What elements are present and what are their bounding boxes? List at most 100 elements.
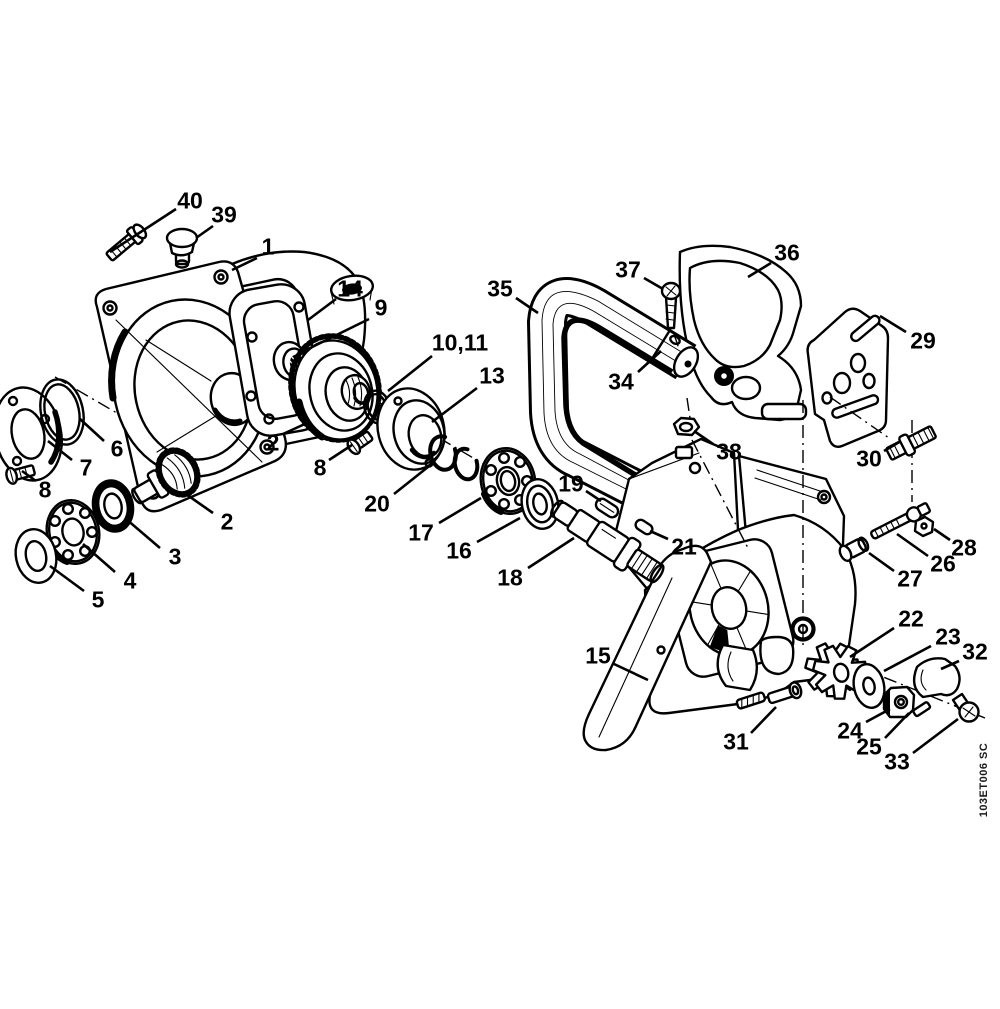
key-part-19 [594, 497, 620, 519]
callout-label-4: 4 [123, 567, 137, 594]
leader-line-39 [195, 224, 214, 240]
leader-line-24 [865, 707, 891, 724]
washer-part-5 [14, 528, 58, 584]
callout-label-10-11: 10,11 [431, 329, 489, 356]
sprocket-cover-part [582, 513, 857, 752]
callout-label-37: 37 [615, 256, 641, 283]
o-ring-part-6 [39, 378, 85, 446]
leader-line-18 [527, 536, 575, 570]
leader-line-19 [585, 489, 602, 503]
leader-line-2 [182, 490, 214, 515]
leader-line-27 [868, 551, 895, 573]
callout-label-6: 6 [110, 435, 124, 462]
callout-label-13: 13 [479, 362, 505, 389]
callout-label-31: 31 [723, 728, 749, 755]
leader-line-7 [47, 439, 73, 462]
nut-part-38 [672, 416, 701, 437]
callout-label-14: 14 [337, 275, 363, 302]
leader-line-31 [750, 706, 777, 734]
leader-line-25 [884, 712, 910, 739]
washer-part-16 [520, 478, 560, 530]
callout-label-7: 7 [79, 454, 93, 481]
callout-label-17: 17 [408, 519, 434, 546]
clutch-drum-part [288, 333, 382, 443]
handle-grip-part [678, 244, 808, 422]
leader-line-17 [438, 496, 482, 525]
leader-line-21 [649, 529, 669, 541]
callout-label-32: 32 [962, 638, 988, 665]
leader-line-8 [328, 443, 353, 462]
callout-label-3: 3 [168, 543, 182, 570]
leader-line-14 [307, 297, 337, 322]
guide-plate-part [806, 307, 890, 449]
callout-label-40: 40 [177, 187, 203, 214]
callout-label-21: 21 [671, 533, 697, 560]
sealed-bearing-part-3 [91, 479, 135, 533]
callout-label-26: 26 [930, 550, 956, 577]
screw-part-33 [951, 692, 980, 723]
callout-label-20: 20 [364, 490, 390, 517]
callout-label-2: 2 [220, 508, 234, 535]
callout-label-2: 2 [266, 429, 280, 456]
callout-label-27: 27 [897, 565, 923, 592]
leader-line-23 [883, 644, 932, 673]
leader-line-33 [912, 717, 959, 755]
callout-label-15: 15 [585, 642, 611, 669]
leader-line-6 [79, 418, 105, 442]
callout-label-5: 5 [91, 586, 105, 613]
leader-line-32 [940, 659, 960, 671]
cover-disc-part [376, 387, 446, 471]
callout-label-30: 30 [856, 445, 882, 472]
callout-label-22: 22 [898, 605, 924, 632]
callout-label-29: 29 [910, 327, 936, 354]
leader-line-5 [49, 564, 85, 593]
leader-line-3 [125, 518, 161, 549]
leader-line-20 [393, 461, 434, 496]
callout-label-33: 33 [884, 748, 910, 775]
leader-line-37 [643, 276, 664, 291]
leader-line-40 [109, 207, 177, 254]
callout-label-38: 38 [716, 438, 742, 465]
callout-label-24: 24 [837, 717, 863, 744]
leader-line-38 [693, 429, 714, 446]
snap-rings-part [428, 434, 480, 482]
leader-line-9 [301, 317, 370, 354]
leader-line-8 [21, 469, 37, 483]
leader-line-1 [231, 256, 258, 272]
screw-part-37 [660, 281, 682, 330]
leader-line-35 [515, 296, 539, 315]
callout-label-39: 39 [211, 201, 237, 228]
leader-line-13 [431, 386, 478, 424]
square-nut-part-28 [913, 515, 935, 538]
leader-line-34 [637, 350, 662, 373]
leader-line-10-11 [387, 354, 433, 393]
pump-washer-part [852, 663, 886, 709]
callout-label-28: 28 [951, 534, 977, 561]
callout-label-8: 8 [38, 476, 52, 503]
callout-label-8: 8 [313, 454, 327, 481]
pin-part-25 [912, 701, 932, 718]
drawing-number-watermark: 103ET006 SC [978, 742, 990, 818]
leader-line-22 [849, 626, 895, 659]
cap-nut-part-27 [838, 536, 870, 563]
leader-line-15 [613, 662, 649, 682]
callout-label-1: 1 [261, 233, 275, 260]
callout-label-18: 18 [497, 564, 523, 591]
callout-label-9: 9 [374, 294, 388, 321]
pin-screw-part-31 [735, 681, 803, 710]
leader-line-26 [896, 532, 929, 558]
leader-line-2 [282, 421, 308, 436]
callout-label-23: 23 [935, 623, 961, 650]
callout-label-16: 16 [446, 537, 472, 564]
axis-lines-mid [673, 333, 913, 647]
screw-part-center [346, 430, 374, 456]
callout-label-19: 19 [558, 470, 584, 497]
shaft-part [550, 499, 665, 584]
leader-line-36 [747, 261, 772, 279]
leader-line-28 [933, 527, 951, 542]
leader-line-4 [82, 543, 116, 573]
stud-part [885, 425, 937, 461]
